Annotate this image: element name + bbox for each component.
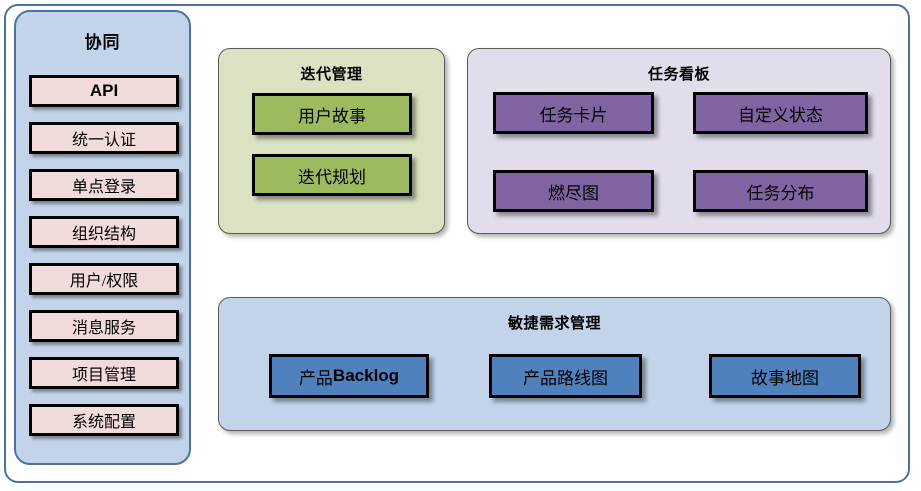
node-task-distribution[interactable]: 任务分布 bbox=[693, 170, 868, 212]
panel-task-board[interactable]: 任务看板 任务卡片 自定义状态 燃尽图 任务分布 bbox=[467, 48, 891, 234]
panel-title-agile-requirement-management: 敏捷需求管理 bbox=[507, 315, 601, 332]
node-label: 用户故事 bbox=[298, 106, 366, 126]
node-user-story[interactable]: 用户故事 bbox=[252, 93, 412, 135]
sidebar-item-org-structure[interactable]: 组织结构 bbox=[29, 216, 179, 248]
panel-title-task-board: 任务看板 bbox=[647, 66, 710, 83]
node-label: 自定义状态 bbox=[738, 105, 823, 125]
node-label-bold: Backlog bbox=[332, 366, 400, 385]
sidebar-item-label: 系统配置 bbox=[71, 414, 136, 431]
sidebar-item-api[interactable]: API bbox=[29, 75, 179, 107]
sidebar-item-single-sign-on[interactable]: 单点登录 bbox=[29, 169, 179, 201]
sidebar-item-unified-auth[interactable]: 统一认证 bbox=[29, 122, 179, 154]
sidebar-collaboration[interactable]: 协同 API 统一认证 单点登录 组织结构 用户/权限 消息服务 项目管理 bbox=[14, 10, 191, 465]
panel-title-iteration-management: 迭代管理 bbox=[300, 66, 363, 83]
sidebar-item-label: 项目管理 bbox=[71, 367, 136, 384]
node-label: 产品路线图 bbox=[523, 368, 608, 388]
sidebar-item-project-management[interactable]: 项目管理 bbox=[29, 357, 179, 389]
sidebar-item-list: API 统一认证 单点登录 组织结构 用户/权限 消息服务 项目管理 系统配置 bbox=[29, 75, 179, 436]
node-task-card[interactable]: 任务卡片 bbox=[493, 92, 654, 134]
sidebar-item-label: 组织结构 bbox=[71, 226, 136, 243]
sidebar-item-label: 用户/权限 bbox=[69, 273, 139, 290]
node-label: 任务分布 bbox=[746, 183, 815, 203]
node-label: 燃尽图 bbox=[548, 183, 599, 203]
sidebar-item-system-config[interactable]: 系统配置 bbox=[29, 404, 179, 436]
node-iteration-planning[interactable]: 迭代规划 bbox=[252, 154, 412, 196]
sidebar-item-label: API bbox=[89, 81, 119, 100]
sidebar-title: 协同 bbox=[84, 33, 121, 52]
node-label: 任务卡片 bbox=[539, 105, 608, 125]
sidebar-item-label: 统一认证 bbox=[71, 132, 136, 149]
sidebar-item-message-service[interactable]: 消息服务 bbox=[29, 310, 179, 342]
node-story-map[interactable]: 故事地图 bbox=[709, 354, 861, 398]
sidebar-item-label: 消息服务 bbox=[71, 320, 136, 337]
panel-iteration-management[interactable]: 迭代管理 用户故事 迭代规划 bbox=[218, 48, 445, 234]
node-custom-status[interactable]: 自定义状态 bbox=[693, 92, 868, 134]
node-label: 故事地图 bbox=[751, 368, 819, 388]
sidebar-item-label: 单点登录 bbox=[71, 179, 136, 196]
node-label: 迭代规划 bbox=[298, 167, 366, 187]
node-label-prefix: 产品 bbox=[298, 368, 333, 388]
sidebar-item-user-permission[interactable]: 用户/权限 bbox=[29, 263, 179, 295]
node-burndown-chart[interactable]: 燃尽图 bbox=[493, 170, 654, 212]
node-product-roadmap[interactable]: 产品路线图 bbox=[489, 354, 642, 398]
